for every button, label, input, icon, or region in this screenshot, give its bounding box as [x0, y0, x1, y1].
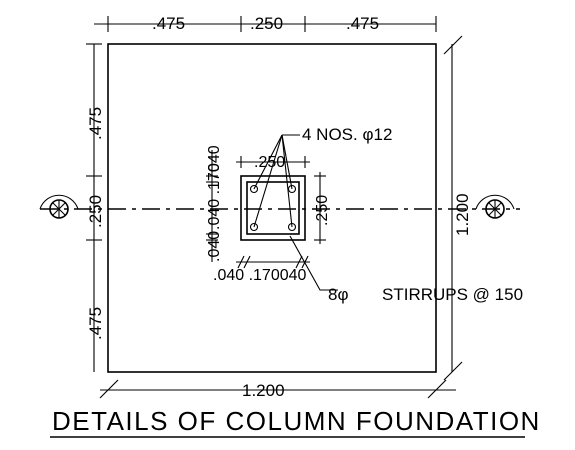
dim-left-bottom: .475 [86, 307, 105, 340]
dim-cover-left-pair: .040 .170 [206, 163, 223, 230]
section-marker-left [39, 194, 79, 219]
column-height-dim [314, 172, 326, 244]
top-dimension [94, 16, 437, 32]
drawing-title: DETAILS OF COLUMN FOUNDATION [52, 406, 541, 436]
right-dimension [443, 35, 463, 381]
bars-label: 4 NOS. φ12 [302, 125, 392, 144]
rebar [249, 184, 259, 194]
bottom-dimension [99, 379, 456, 399]
dim-top-right: .475 [346, 14, 379, 33]
dim-col-height: .250 [314, 195, 331, 226]
stirrup-dia-label: 8φ [328, 285, 348, 304]
dim-left-mid: .250 [86, 195, 105, 228]
dim-cover-left-b: 040 [206, 145, 223, 172]
footing-outline [107, 43, 437, 373]
dim-left-top: .475 [86, 107, 105, 140]
dim-top-left: .475 [152, 14, 185, 33]
dim-col-width: .250 [254, 154, 285, 171]
column-width-dim [236, 156, 310, 168]
cover-bottom-dim [236, 255, 310, 269]
rebar [249, 222, 259, 232]
stirrup-leader [289, 235, 338, 291]
dim-top-mid: .250 [250, 14, 283, 33]
rebars [249, 184, 297, 232]
dim-right-total: 1.200 [453, 193, 472, 236]
dim-bottom-total: 1.200 [242, 381, 285, 400]
dim-cover-bottom: .040 .170040 [213, 267, 307, 284]
left-dimension [86, 43, 102, 372]
rebar [287, 184, 297, 194]
stirrup-label: STIRRUPS @ 150 [382, 285, 523, 304]
section-marker-right [475, 194, 515, 219]
bar-leaders [253, 134, 300, 228]
column-stirrup [246, 181, 300, 235]
cover-left-dim [206, 150, 218, 262]
column-outer [240, 175, 306, 241]
dim-cover-left-a: .040 [206, 231, 223, 262]
